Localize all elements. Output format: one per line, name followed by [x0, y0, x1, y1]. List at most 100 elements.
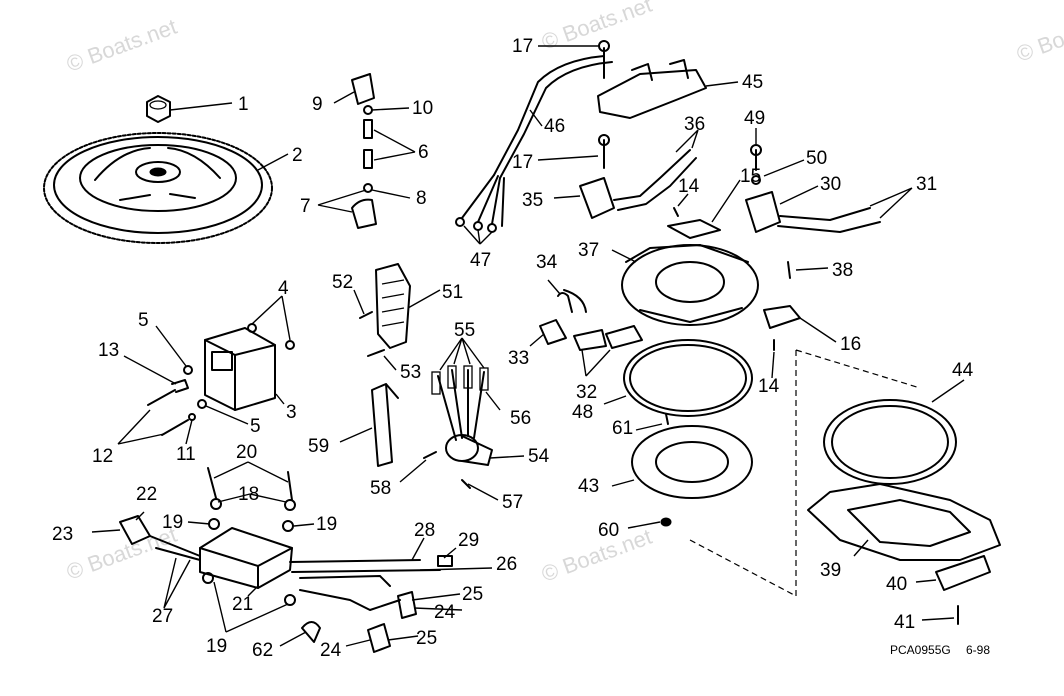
ring-44-inner	[831, 405, 949, 479]
screw-61	[665, 413, 669, 425]
callout-49: 49	[744, 108, 765, 129]
washer-19b	[282, 520, 294, 532]
callout-37: 37	[578, 240, 599, 261]
washer-50	[751, 175, 761, 185]
washer-5a	[183, 365, 193, 375]
ring-48-outer	[623, 339, 753, 417]
watermark-bottom-center: © Boats.net	[538, 524, 655, 587]
cover-plate-39	[807, 483, 1001, 561]
callout-11: 11	[176, 444, 196, 465]
stator-plate-37	[621, 244, 759, 326]
screw-17b-head	[598, 134, 610, 146]
leads-47	[461, 174, 505, 227]
callout-53: 53	[400, 362, 421, 383]
callout-33: 33	[508, 348, 529, 369]
callout-19c: 19	[206, 636, 227, 657]
callout-20: 20	[236, 442, 257, 463]
callout-62: 62	[252, 640, 273, 661]
leader-lines	[91, 45, 965, 647]
nut-8	[363, 183, 373, 193]
clip-15	[667, 219, 721, 239]
power-pack-21	[199, 527, 293, 589]
drawing-code: PCA0955G	[890, 643, 951, 657]
callout-13: 13	[98, 340, 119, 361]
callout-60: 60	[598, 520, 619, 541]
callout-16: 16	[840, 334, 861, 355]
spark-cap-9	[351, 73, 375, 105]
pin-38	[787, 261, 791, 279]
callout-61: 61	[612, 418, 633, 439]
callout-55: 55	[454, 320, 475, 341]
callout-24b: 24	[320, 640, 342, 661]
callout-14b: 14	[758, 376, 780, 397]
callout-2: 2	[292, 145, 303, 166]
callout-3: 3	[286, 402, 297, 423]
callout-28: 28	[414, 520, 435, 541]
pack-leads	[289, 559, 441, 587]
callout-41: 41	[894, 612, 915, 633]
sensor-30	[745, 191, 781, 233]
callouts: 1 2 3 4 5 5 6 7 8 9 10 11 12 13 14 14 15…	[52, 36, 974, 661]
callout-4: 4	[278, 278, 289, 299]
sleeve-6b	[363, 149, 373, 169]
screw-12b	[161, 419, 189, 436]
sleeve-6a	[363, 119, 373, 139]
washer-19c	[202, 572, 214, 584]
nut-11	[188, 413, 196, 421]
callout-5b: 5	[250, 416, 261, 437]
callout-40: 40	[886, 574, 907, 595]
ring-48-inner	[629, 344, 747, 412]
screw-52	[359, 311, 373, 319]
coil-leads	[431, 365, 489, 441]
callout-19a: 19	[162, 512, 183, 533]
callout-38: 38	[832, 260, 853, 281]
callout-46: 46	[544, 116, 565, 137]
callout-56: 56	[510, 408, 531, 429]
ignition-coil	[445, 434, 493, 466]
callout-14a: 14	[678, 176, 700, 197]
nut-10	[363, 105, 373, 115]
alignment-lines	[689, 349, 921, 597]
callout-27: 27	[152, 606, 173, 627]
washer-4a	[247, 323, 257, 333]
callout-25a: 25	[462, 584, 483, 605]
callout-17a: 17	[512, 36, 533, 57]
ring-47c	[487, 223, 497, 233]
date-code: 6-98	[966, 643, 990, 657]
watermark-top-right: © Boats.net	[1013, 4, 1064, 67]
callout-47: 47	[470, 250, 491, 271]
callout-7: 7	[300, 196, 311, 217]
callout-30: 30	[820, 174, 841, 195]
callout-32: 32	[576, 382, 597, 403]
callout-24a: 24	[434, 602, 456, 623]
callout-50: 50	[806, 148, 827, 169]
ring-44-outer	[823, 399, 957, 485]
callout-17b: 17	[512, 152, 533, 173]
callout-51: 51	[442, 282, 463, 303]
ring-47b	[473, 221, 483, 231]
callout-15: 15	[740, 166, 761, 187]
callout-43: 43	[578, 476, 599, 497]
timer-base-45	[597, 59, 707, 119]
screw-53	[367, 349, 385, 357]
plate-43-outer	[631, 425, 753, 499]
callout-22: 22	[136, 484, 157, 505]
ring-47a	[455, 217, 465, 227]
callout-36: 36	[684, 114, 705, 135]
cap-7	[351, 198, 377, 229]
callout-59: 59	[308, 436, 329, 457]
plate-43-inner	[655, 441, 729, 483]
connector-24b	[367, 623, 391, 653]
callout-23: 23	[52, 524, 73, 545]
callout-34: 34	[536, 252, 558, 273]
callout-10: 10	[412, 98, 433, 119]
watermark-top-left: © Boats.net	[63, 14, 180, 77]
block-40	[935, 555, 991, 591]
washer-19a	[208, 518, 220, 530]
callout-44: 44	[952, 360, 974, 381]
callout-26: 26	[496, 554, 517, 575]
callout-9: 9	[312, 94, 323, 115]
screw-49-head	[750, 144, 762, 156]
harness-46	[493, 55, 613, 179]
connector-24a	[397, 591, 417, 619]
